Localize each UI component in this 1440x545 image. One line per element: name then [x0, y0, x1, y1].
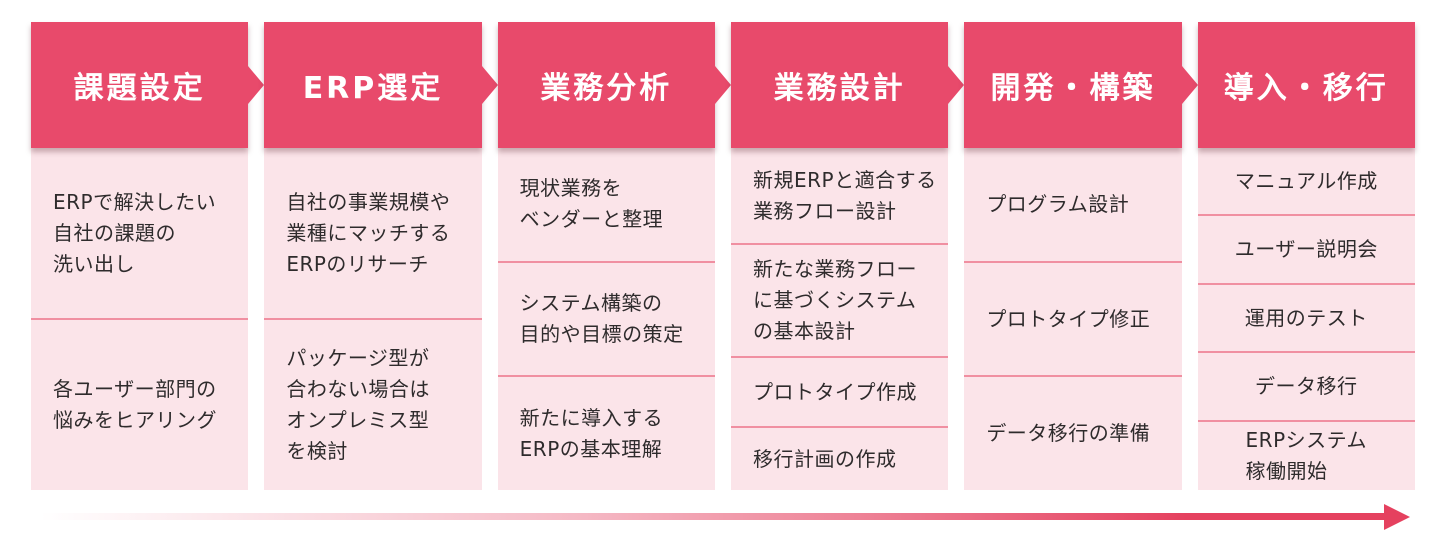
stage-header: 導入・移行 — [1197, 22, 1415, 148]
stage-task-item: プロトタイプ修正 — [964, 263, 1182, 378]
stage-title: 開発・構築 — [990, 71, 1156, 106]
stage-arrow-right-icon — [1181, 66, 1198, 104]
stage-task-item: 各ユーザー部門の 悩みをヒアリング — [53, 377, 217, 432]
stage-task-item: 新規ERPと適合する 業務フロー設計 — [730, 148, 949, 246]
stage-arrow-right-icon — [714, 66, 731, 104]
stage-body: 現状業務を ベンダーと整理システム構築の 目的や目標の策定新たに導入する ERP… — [497, 148, 715, 490]
stage-task-item: 自社の事業規模や 業種にマッチする ERPのリサーチ — [264, 148, 482, 320]
stage-body: 新規ERPと適合する 業務フロー設計新たな業務フロー に基づくシステム の基本設… — [730, 148, 949, 490]
stage-column: 開発・構築プログラム設計プロトタイプ修正データ移行の準備 — [964, 22, 1198, 490]
timeline-arrowhead-icon — [1384, 504, 1410, 530]
stage-task-item: パッケージ型が 合わない場合は オンプレミス型 を検討 — [286, 346, 430, 463]
stage-title: 業務設計 — [773, 71, 906, 106]
stage-task-item: データ移行の準備 — [986, 421, 1151, 446]
stage-task-item: ユーザー説明会 — [1197, 216, 1415, 285]
stage-header: 課題設定 — [31, 22, 265, 148]
stage-column: 業務設計新規ERPと適合する 業務フロー設計新たな業務フロー に基づくシステム … — [730, 22, 965, 490]
stage-column: ERP選定自社の事業規模や 業種にマッチする ERPのリサーチパッケージ型が 合… — [264, 22, 498, 490]
stage-column: 課題設定 ERPで解決したい 自社の課題の 洗い出し各ユーザー部門の 悩みをヒアリ… — [31, 22, 265, 490]
stage-title: 課題設定 — [73, 71, 206, 106]
stage-task-item: ERPシステム 稼働開始 — [1245, 427, 1368, 483]
stage-task-item: データ移行 — [1197, 353, 1415, 422]
stage-header: 業務分析 — [497, 22, 731, 148]
stage-header: 開発・構築 — [964, 22, 1198, 148]
stage-task-item: マニュアル作成 — [1197, 148, 1415, 217]
stage-title: 業務分析 — [540, 71, 673, 106]
stage-task-item: 運用のテスト — [1197, 285, 1415, 354]
timeline-arrow-line — [40, 513, 1388, 520]
stage-title: 導入・移行 — [1223, 71, 1389, 106]
stage-arrow-right-icon — [481, 66, 498, 104]
stage-task-item: プログラム設計 — [964, 148, 1182, 263]
stage-title: ERP選定 — [302, 71, 444, 106]
stage-column: 業務分析現状業務を ベンダーと整理システム構築の 目的や目標の策定新たに導入する… — [497, 22, 731, 490]
stage-arrow-right-icon — [948, 66, 965, 104]
stage-body: プログラム設計プロトタイプ修正データ移行の準備 — [964, 148, 1182, 490]
stage-task-item: 新たな業務フロー に基づくシステム の基本設計 — [730, 245, 949, 359]
stage-header: 業務設計 — [730, 22, 965, 148]
stage-task-item: 移行計画の作成 — [752, 446, 897, 471]
stage-task-item: 現状業務を ベンダーと整理 — [497, 148, 715, 263]
stage-task-item: ERPで解決したい 自社の課題の 洗い出し — [31, 148, 249, 320]
stage-body: ERPで解決したい 自社の課題の 洗い出し各ユーザー部門の 悩みをヒアリング — [31, 148, 249, 490]
stage-arrow-right-icon — [248, 66, 265, 104]
stage-header: ERP選定 — [264, 22, 498, 148]
process-stages: 課題設定 ERPで解決したい 自社の課題の 洗い出し各ユーザー部門の 悩みをヒアリ… — [31, 22, 1415, 490]
stage-task-item: 新たに導入する ERPの基本理解 — [519, 405, 664, 461]
stage-task-item: システム構築の 目的や目標の策定 — [497, 263, 715, 378]
stage-body: 自社の事業規模や 業種にマッチする ERPのリサーチパッケージ型が 合わない場合… — [264, 148, 482, 490]
stage-task-item: プロトタイプ作成 — [730, 358, 949, 429]
